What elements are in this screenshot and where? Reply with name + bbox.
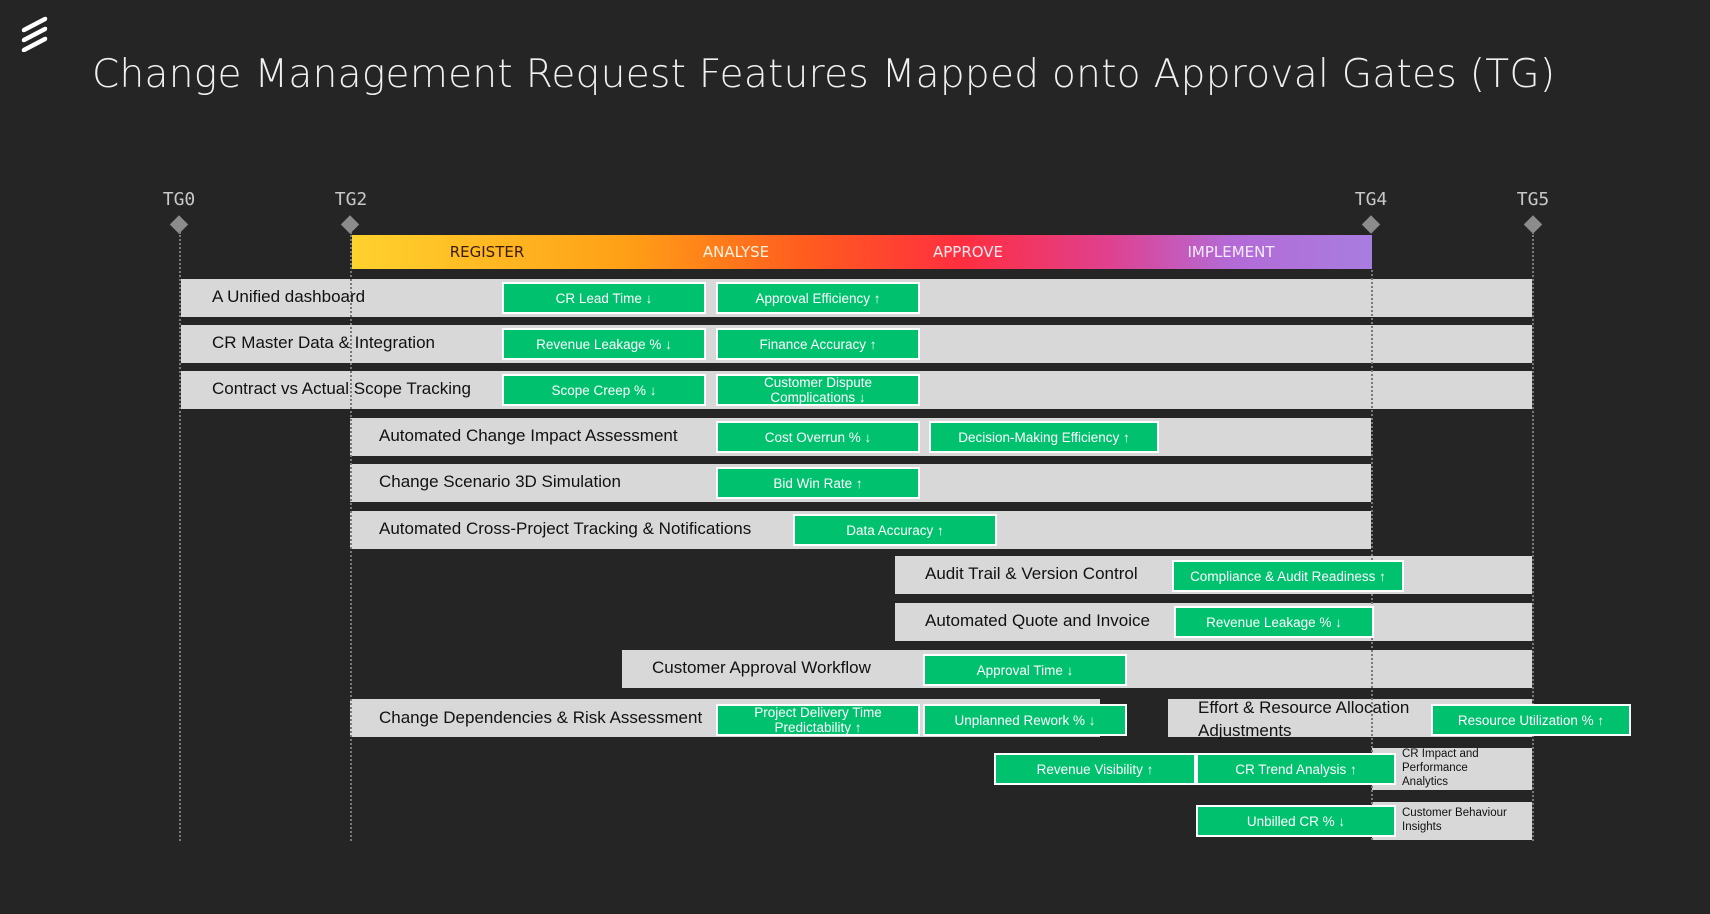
ericsson-logo-icon <box>21 16 48 52</box>
feature-row <box>1372 748 1532 790</box>
feature-label: Effort & Resource Allocation Adjustments <box>1198 698 1410 740</box>
gate-label-tg4: TG4 <box>1354 189 1388 210</box>
kpi-tag-revenue-leakage: Revenue Leakage % ↓ <box>502 328 706 360</box>
kpi-tag-compliance: Compliance & Audit Readiness ↑ <box>1172 560 1404 592</box>
phase-implement: IMPLEMENT <box>1187 243 1275 261</box>
feature-label: CR Master Data & Integration <box>212 333 435 352</box>
feature-label: Audit Trail & Version Control <box>925 564 1138 583</box>
feature-label: CR Impact and Performance Analytics <box>1402 748 1479 788</box>
gate-diamond-tg4 <box>1361 215 1381 234</box>
feature-row <box>1372 802 1532 840</box>
feature-label: Automated Cross-Project Tracking & Notif… <box>379 519 752 538</box>
kpi-tag-scope-creep: Scope Creep % ↓ <box>502 374 706 406</box>
phase-analyse: ANALYSE <box>702 243 770 261</box>
phase-approve: APPROVE <box>932 243 1004 261</box>
kpi-tag-data-accuracy: Data Accuracy ↑ <box>793 514 997 546</box>
feature-label: Automated Change Impact Assessment <box>379 426 678 445</box>
kpi-tag-revenue-leakage-invoice: Revenue Leakage % ↓ <box>1174 606 1374 638</box>
kpi-tag-decision-making: Decision-Making Efficiency ↑ <box>929 421 1159 453</box>
kpi-tag-unbilled-cr: Unbilled CR % ↓ <box>1196 805 1396 837</box>
kpi-tag-revenue-visibility: Revenue Visibility ↑ <box>994 753 1196 785</box>
phase-bar: REGISTER ANALYSE APPROVE IMPLEMENT <box>352 235 1372 269</box>
feature-label: Automated Quote and Invoice <box>925 611 1150 630</box>
kpi-tag-bid-win-rate: Bid Win Rate ↑ <box>716 467 920 499</box>
gate-line-tg4 <box>1371 270 1373 840</box>
kpi-tag-delivery-predictability: Project Delivery Time Predictability ↑ <box>716 704 920 736</box>
feature-label: Change Scenario 3D Simulation <box>379 472 621 491</box>
feature-label: Change Dependencies & Risk Assessment <box>379 708 703 727</box>
feature-label: A Unified dashboard <box>212 287 366 306</box>
kpi-tag-approval-time: Approval Time ↓ <box>923 654 1127 686</box>
kpi-tag-approval-efficiency: Approval Efficiency ↑ <box>716 282 920 314</box>
kpi-tag-cr-lead-time: CR Lead Time ↓ <box>502 282 706 314</box>
kpi-tag-customer-dispute: Customer Dispute Complications ↓ <box>716 374 920 406</box>
gate-diamond-tg5 <box>1523 215 1543 234</box>
gate-line-tg0 <box>179 232 181 841</box>
kpi-tag-resource-utilization: Resource Utilization % ↑ <box>1431 704 1631 736</box>
gate-line-tg5 <box>1532 232 1534 841</box>
gate-diamond-tg2 <box>340 215 360 234</box>
page-title: Change Management Request Features Mappe… <box>92 52 1556 97</box>
gate-line-tg2 <box>350 232 352 841</box>
feature-label: Customer Approval Workflow <box>652 658 871 677</box>
gate-diamond-tg0 <box>169 215 189 234</box>
kpi-tag-finance-accuracy: Finance Accuracy ↑ <box>716 328 920 360</box>
phase-register: REGISTER <box>449 243 525 261</box>
feature-label: Customer Behaviour Insights <box>1402 807 1507 833</box>
gate-label-tg5: TG5 <box>1516 189 1550 210</box>
kpi-tag-cr-trend: CR Trend Analysis ↑ <box>1196 753 1396 785</box>
gate-label-tg2: TG2 <box>334 189 368 210</box>
kpi-tag-cost-overrun: Cost Overrun % ↓ <box>716 421 920 453</box>
kpi-tag-unplanned-rework: Unplanned Rework % ↓ <box>923 704 1127 736</box>
gate-label-tg0: TG0 <box>162 189 196 210</box>
feature-label: Contract vs Actual Scope Tracking <box>212 379 471 398</box>
